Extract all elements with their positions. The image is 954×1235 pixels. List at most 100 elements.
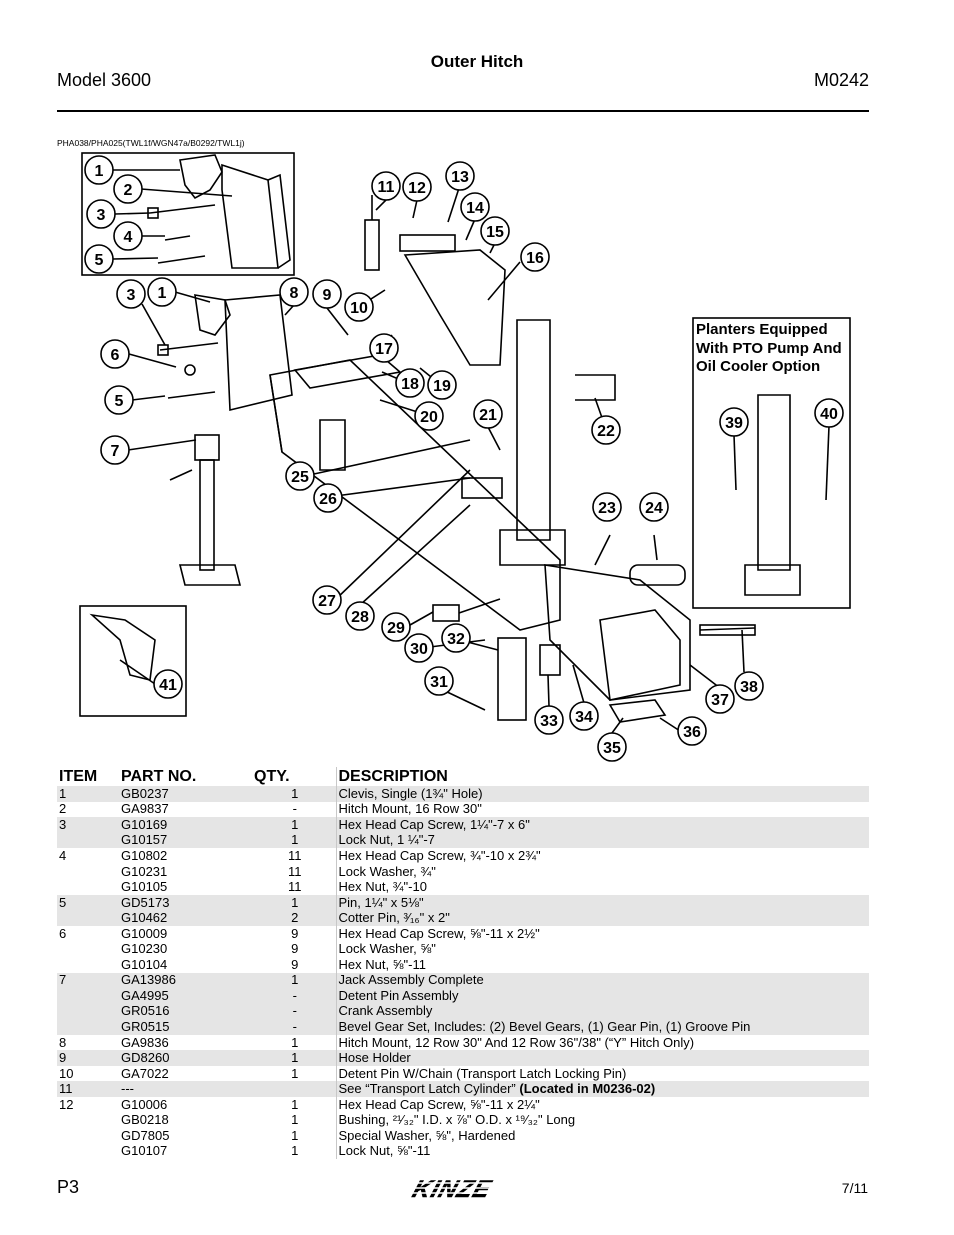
cell-qty: 9 <box>291 941 299 957</box>
cell-description: Clevis, Single (1¾" Hole) <box>335 786 869 802</box>
cell-description: Pin, 1¼" x 5⅛" <box>335 894 869 911</box>
cell-qty: 1 <box>252 786 336 802</box>
balloon-30: 30 <box>404 633 434 663</box>
cell-item: 10 <box>59 1065 74 1081</box>
svg-text:19: 19 <box>433 378 451 395</box>
cell-description: Detent Pin Assembly <box>335 988 869 1004</box>
cell-qty: 1 <box>252 832 336 849</box>
cell-item: 5 <box>57 894 119 911</box>
header-description: DESCRIPTION <box>335 767 869 786</box>
balloon-20: 20 <box>414 401 444 431</box>
cell-part-no: GD7805 <box>121 1127 170 1143</box>
cell-qty: 1 <box>291 1143 299 1159</box>
svg-text:3: 3 <box>97 207 106 224</box>
svg-text:20: 20 <box>420 409 438 426</box>
header-divider <box>57 110 869 112</box>
balloon-24: 24 <box>639 492 669 522</box>
svg-text:9: 9 <box>323 287 332 304</box>
svg-text:32: 32 <box>447 631 465 648</box>
svg-text:41: 41 <box>159 677 177 694</box>
clevis-detail <box>89 613 156 681</box>
svg-text:10: 10 <box>350 300 368 317</box>
balloon-41: 41 <box>153 669 183 699</box>
svg-text:33: 33 <box>540 713 558 730</box>
balloon-16: 16 <box>520 242 550 272</box>
cell-item: 12 <box>59 1096 74 1112</box>
svg-text:1: 1 <box>158 285 167 302</box>
cell-qty: 1 <box>291 1096 299 1112</box>
cell-qty: 11 <box>288 847 302 863</box>
balloon-36: 36 <box>677 716 707 746</box>
balloon-9: 9 <box>312 279 342 309</box>
page-number: P3 <box>57 1177 80 1197</box>
balloon-5b: 5 <box>104 385 134 415</box>
cell-item <box>57 879 119 895</box>
cell-qty: 1 <box>291 1065 299 1081</box>
cell-part-no: GA9836 <box>121 1034 169 1050</box>
balloon-14: 14 <box>460 192 490 222</box>
cell-qty: 1 <box>291 1127 299 1143</box>
cell-qty: - <box>252 1019 336 1035</box>
svg-text:14: 14 <box>466 200 484 217</box>
svg-text:24: 24 <box>645 500 663 517</box>
cell-item <box>57 957 119 973</box>
svg-text:34: 34 <box>575 709 593 726</box>
balloon-34: 34 <box>569 701 599 731</box>
cell-part-no: G10169 <box>119 817 252 833</box>
cell-item: 3 <box>57 817 119 833</box>
cell-description: Hex Nut, ⅝"-11 <box>335 957 869 973</box>
cell-description: Lock Washer, ¾" <box>335 863 869 880</box>
svg-text:25: 25 <box>291 469 309 486</box>
svg-text:18: 18 <box>401 376 419 393</box>
svg-text:27: 27 <box>318 593 336 610</box>
cell-item <box>57 1003 119 1020</box>
figure-reference: PHA038/PHA025(TWL1f/WGN47a/B0292/TWL1j) <box>57 138 245 148</box>
model-label: Model 3600 <box>57 70 152 90</box>
balloon-2: 2 <box>113 174 143 204</box>
cell-part-no: GD5173 <box>119 894 252 911</box>
balloon-3a: 3 <box>86 199 116 229</box>
inset-box-clevis <box>79 605 187 717</box>
hitch-mount-main <box>224 294 293 412</box>
cell-item <box>57 864 119 880</box>
svg-text:2: 2 <box>124 182 133 199</box>
svg-text:36: 36 <box>683 724 701 741</box>
svg-text:21: 21 <box>479 407 497 424</box>
balloon-1b: 1 <box>147 277 177 307</box>
cell-description: Cotter Pin, ³⁄₁₆" x 2" <box>335 910 869 926</box>
cell-description: Hex Head Cap Screw, ⅝"-11 x 2¼" <box>335 1096 869 1113</box>
svg-text:40: 40 <box>820 406 838 423</box>
cell-part-no: GB0237 <box>119 786 252 802</box>
cell-description: Hex Nut, ¾"-10 <box>335 879 869 895</box>
cell-item <box>57 1128 119 1144</box>
svg-text:16: 16 <box>526 250 544 267</box>
svg-text:29: 29 <box>387 620 405 637</box>
balloon-10: 10 <box>344 292 374 322</box>
callout-line: With PTO Pump And <box>696 339 842 357</box>
balloon-22: 22 <box>591 415 621 445</box>
cell-item: 7 <box>57 972 119 989</box>
page-title: Outer Hitch <box>430 52 524 71</box>
callout-line: Oil Cooler Option <box>696 358 821 375</box>
svg-text:5: 5 <box>115 393 124 410</box>
cell-part-no: G10230 <box>121 941 168 957</box>
svg-text:KINZE: KINZE <box>409 1177 495 1202</box>
svg-text:15: 15 <box>486 224 504 241</box>
balloon-6: 6 <box>100 339 130 369</box>
cell-part-no: G10107 <box>121 1143 168 1159</box>
clevis-main <box>194 294 231 336</box>
balloon-18: 18 <box>395 368 425 398</box>
balloon-39: 39 <box>719 407 749 437</box>
svg-text:37: 37 <box>711 692 729 709</box>
balloon-40: 40 <box>814 398 844 428</box>
cell-description: Bushing, ²¹⁄₃₂" I.D. x ⅞" O.D. x ¹⁹⁄₃₂" … <box>335 1112 869 1129</box>
